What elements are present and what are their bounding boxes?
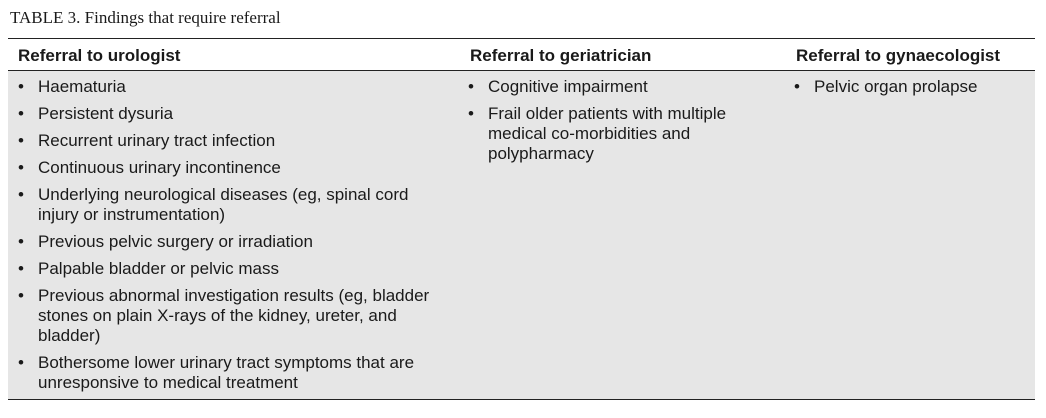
table-header-rule	[8, 70, 1035, 71]
bullet-icon: •	[468, 104, 474, 123]
list-item-text: Palpable bladder or pelvic mass	[38, 259, 279, 278]
list-item-text: bladder)	[38, 326, 101, 345]
bullet-icon: •	[468, 77, 474, 96]
table-bottom-rule	[8, 399, 1035, 400]
header-geriatrician: Referral to geriatrician	[470, 46, 652, 65]
list-item-text: Continuous urinary incontinence	[38, 158, 281, 177]
bullet-icon: •	[18, 259, 24, 278]
column-urologist: • Haematuria • Persistent dysuria • Recurrent…	[16, 77, 466, 400]
list-item: • Palpable bladder or pelvic mass	[16, 259, 466, 279]
bullet-icon: •	[18, 286, 24, 305]
urologist-list: • Haematuria • Persistent dysuria • Recurrent…	[16, 77, 466, 393]
column-gynaecologist: • Pelvic organ prolapse	[792, 77, 1032, 104]
bullet-icon: •	[18, 131, 24, 150]
bullet-icon: •	[18, 158, 24, 177]
list-item-text: Previous pelvic surgery or irradiation	[38, 232, 313, 251]
list-item-text: Underlying neurological diseases (eg, sp…	[38, 185, 409, 204]
list-item-text: Previous abnormal investigation results …	[38, 286, 430, 305]
list-item-text: injury or instrumentation)	[38, 205, 226, 224]
list-item-text: unresponsive to medical treatment	[38, 373, 298, 392]
gynaecologist-list: • Pelvic organ prolapse	[792, 77, 1032, 97]
list-item-text: polypharmacy	[488, 144, 594, 163]
bullet-icon: •	[18, 185, 24, 204]
header-gynaecologist: Referral to gynaecologist	[796, 46, 1001, 65]
list-item: • Cognitive impairment	[466, 77, 766, 97]
column-geriatrician: • Cognitive impairment • Frail older patien…	[466, 77, 766, 171]
list-item: • Persistent dysuria	[16, 104, 466, 124]
list-item: • Bothersome lower urinary tract symptoms…	[16, 353, 466, 393]
bullet-icon: •	[18, 104, 24, 123]
bullet-icon: •	[794, 77, 800, 96]
header-urologist: Referral to urologist	[18, 46, 181, 65]
list-item: • Previous abnormal investigation results…	[16, 286, 466, 346]
list-item: • Previous pelvic surgery or irradiation	[16, 232, 466, 252]
list-item-text: medical co-morbidities and	[488, 124, 691, 143]
list-item-text: Frail older patients with multiple	[488, 104, 727, 123]
list-item-text: Cognitive impairment	[488, 77, 648, 96]
list-item: • Underlying neurological diseases (eg, s…	[16, 185, 466, 225]
list-item-text: Pelvic organ prolapse	[814, 77, 978, 96]
bullet-icon: •	[18, 77, 24, 96]
list-item: • Haematuria	[16, 77, 466, 97]
geriatrician-list: • Cognitive impairment • Frail older patien…	[466, 77, 766, 164]
list-item: • Recurrent urinary tract infection	[16, 131, 466, 151]
list-item-text: Persistent dysuria	[38, 104, 174, 123]
bullet-icon: •	[18, 232, 24, 251]
table-body-row: • Haematuria • Persistent dysuria • Recurrent…	[8, 71, 1035, 399]
bullet-icon: •	[18, 353, 24, 372]
table-caption: TABLE 3. Findings that require referral	[10, 8, 281, 27]
referral-table: Referral to urologist Referral to geriat…	[8, 38, 1035, 400]
list-item: • Pelvic organ prolapse	[792, 77, 1032, 97]
list-item-text: Bothersome lower urinary tract symptoms …	[38, 353, 415, 372]
list-item-text: Recurrent urinary tract infection	[38, 131, 276, 150]
list-item: • Continuous urinary incontinence	[16, 158, 466, 178]
list-item-text: stones on plain X-rays of the kidney, ur…	[38, 306, 397, 325]
table-top-rule	[8, 38, 1035, 39]
list-item-text: Haematuria	[38, 77, 126, 96]
table-header-row: Referral to urologist Referral to geriat…	[8, 39, 1035, 70]
